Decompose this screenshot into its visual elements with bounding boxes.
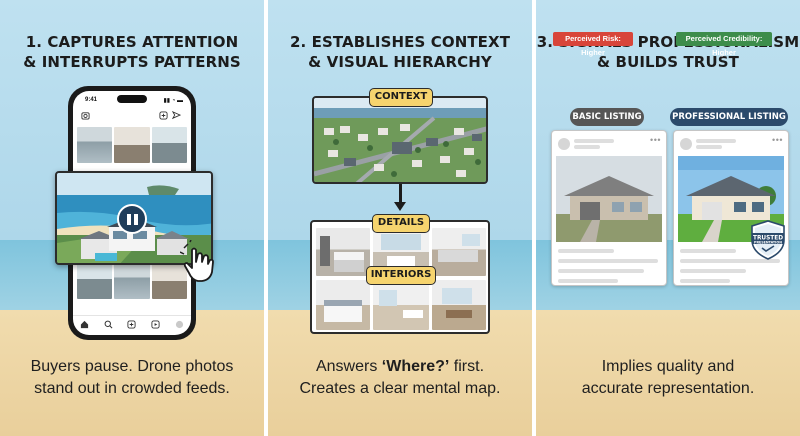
feed-thumbnail[interactable] <box>151 263 187 299</box>
badge-text-line-1: TRUSTED <box>753 236 783 242</box>
camera-icon[interactable] <box>81 111 90 122</box>
basic-listing-card[interactable]: ••• <box>551 130 667 286</box>
house-photo-basic <box>556 156 662 242</box>
panel-captures-attention: 1. CAPTURES ATTENTION & INTERRUPTS PATTE… <box>0 0 264 436</box>
search-icon[interactable] <box>104 320 113 331</box>
panel-caption: Implies quality and accurate representat… <box>536 356 800 400</box>
hierarchy-arrow-head <box>394 202 406 211</box>
app-tab-bar <box>73 315 191 335</box>
context-label: CONTEXT <box>369 88 433 107</box>
feed-thumbnail[interactable] <box>151 127 187 163</box>
placeholder-line <box>680 249 736 253</box>
placeholder-line <box>680 269 746 273</box>
more-options-icon[interactable]: ••• <box>772 135 783 145</box>
caption-line-1: Answers ‘Where?’ first. <box>315 358 485 375</box>
placeholder-line <box>696 145 722 149</box>
feed-row-bottom <box>77 263 187 299</box>
placeholder-line <box>558 249 614 253</box>
phone-notch <box>117 95 147 103</box>
professional-listing-label: PROFESSIONAL LISTING <box>670 108 788 126</box>
caption-line-2: Creates a clear mental map. <box>299 380 501 397</box>
feed-row-top <box>77 127 187 163</box>
details-label: DETAILS <box>372 214 430 233</box>
badge-text-line-2: PRESENTATION <box>754 240 782 244</box>
profile-icon[interactable] <box>175 320 184 331</box>
panel-heading: 2. ESTABLISHES CONTEXT & VISUAL HIERARCH… <box>268 32 532 72</box>
placeholder-line <box>558 279 618 283</box>
panel-caption: Answers ‘Where?’ first. Creates a clear … <box>268 356 532 400</box>
avatar <box>680 138 692 150</box>
perceived-risk-tag: Perceived Risk: Higher <box>553 32 633 57</box>
placeholder-line <box>558 259 658 263</box>
perceived-credibility-tag: Perceived Credibility: Higher <box>676 32 772 57</box>
trusted-presentation-badge: TRUSTED PRESENTATION <box>750 220 786 265</box>
pause-button[interactable] <box>117 204 147 234</box>
hierarchy-arrow <box>399 184 402 206</box>
heading-line-2: & BUILDS TRUST <box>597 53 739 71</box>
professional-listing-card[interactable]: ••• <box>673 130 789 286</box>
feed-thumbnail[interactable] <box>114 263 150 299</box>
status-time: 9:41 <box>85 97 98 103</box>
caption-line-1: Buyers pause. Drone photos <box>30 358 234 375</box>
living-room-photo <box>432 228 486 276</box>
interiors-label: INTERIORS <box>366 266 436 285</box>
heading-line-1: 2. ESTABLISHES CONTEXT <box>289 33 511 51</box>
caption-line-1: Implies quality and <box>601 358 735 375</box>
placeholder-line <box>558 269 644 273</box>
caption-line-2: accurate representation. <box>581 380 755 397</box>
panel-heading: 1. CAPTURES ATTENTION & INTERRUPTS PATTE… <box>0 32 264 72</box>
heading-line-2: & INTERRUPTS PATTERNS <box>23 53 241 71</box>
open-plan-photo <box>373 280 429 330</box>
panel-caption: Buyers pause. Drone photos stand out in … <box>0 356 264 400</box>
heading-line-1: 1. CAPTURES ATTENTION <box>25 33 239 51</box>
feed-thumbnail[interactable] <box>77 127 113 163</box>
more-options-icon[interactable]: ••• <box>650 135 661 145</box>
panel-establishes-context: 2. ESTABLISHES CONTEXT & VISUAL HIERARCH… <box>268 0 532 436</box>
kitchen-photo <box>316 228 370 276</box>
avatar <box>558 138 570 150</box>
feed-thumbnail[interactable] <box>114 127 150 163</box>
placeholder-line <box>680 279 730 283</box>
house-photo-professional <box>678 156 784 242</box>
add-icon[interactable] <box>159 111 168 122</box>
sand-background <box>536 310 800 436</box>
add-post-icon[interactable] <box>127 320 137 331</box>
home-icon[interactable] <box>80 320 89 331</box>
feed-thumbnail[interactable] <box>77 263 113 299</box>
family-room-photo <box>432 280 486 330</box>
interior-photos-grid <box>310 220 490 334</box>
caption-line-2: stand out in crowded feeds. <box>34 380 230 397</box>
bedroom-photo <box>316 280 370 330</box>
basic-listing-label: BASIC LISTING <box>570 108 644 126</box>
send-icon[interactable] <box>171 110 182 122</box>
placeholder-line <box>680 259 780 263</box>
reels-icon[interactable] <box>151 320 160 331</box>
placeholder-line <box>574 139 614 143</box>
placeholder-line <box>696 139 736 143</box>
neighborhood-aerial-photo <box>312 96 488 184</box>
placeholder-line <box>574 145 600 149</box>
heading-line-2: & VISUAL HIERARCHY <box>308 53 492 71</box>
status-icons: ▮▮ ◔ ▬ <box>163 98 183 104</box>
panel-signals-professionalism: 3. SIGNALS PROFESSIONALISM & BUILDS TRUS… <box>536 0 800 436</box>
tap-hand-icon <box>179 239 220 289</box>
